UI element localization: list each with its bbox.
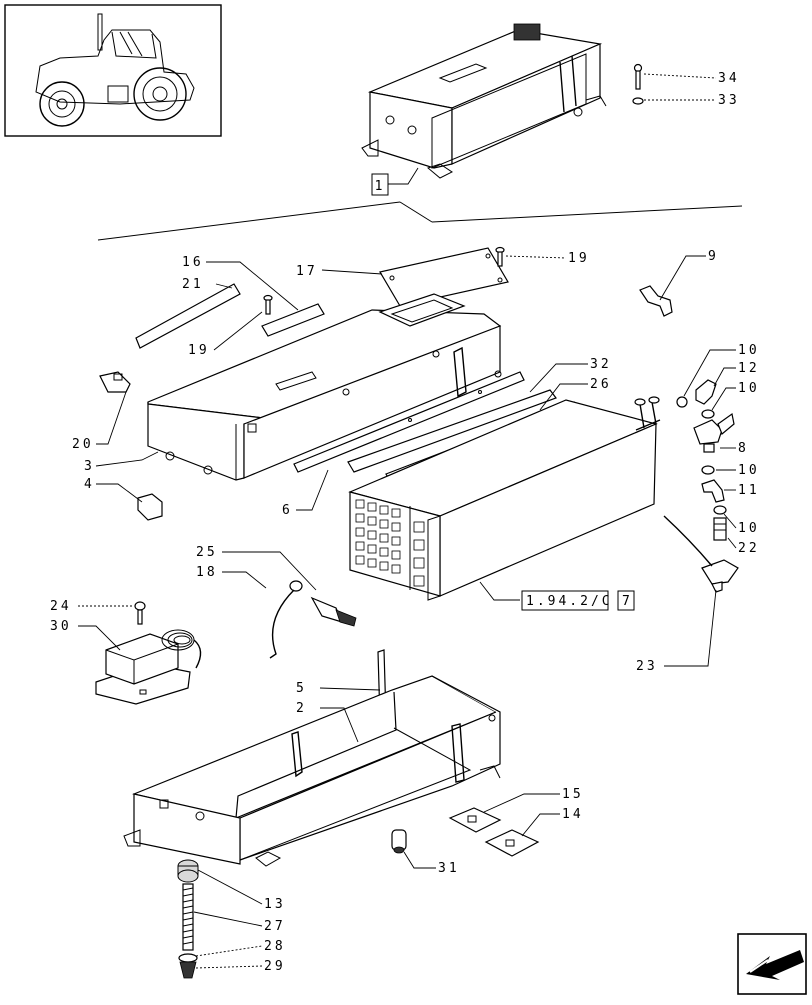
callout-27: 27 [264, 919, 286, 934]
callout-25: 25 [196, 545, 218, 560]
ref-code-box [521, 590, 609, 611]
callout-9: 9 [708, 249, 719, 264]
bolt-34 [632, 63, 644, 105]
callout-11: 11 [738, 483, 760, 498]
screw-19-top [495, 246, 505, 267]
callout-19-left: 19 [188, 343, 210, 358]
seal-ring-10-d [713, 505, 727, 515]
callout-28: 28 [264, 939, 286, 954]
assembled-unit [361, 23, 607, 179]
plug-31 [391, 829, 407, 854]
callout-3: 3 [84, 459, 95, 474]
next-page-button[interactable] [737, 933, 807, 995]
callout-34: 34 [718, 71, 740, 86]
bracket-9 [639, 285, 673, 317]
callout-31: 31 [438, 861, 460, 876]
elbow-12 [695, 379, 717, 405]
valve-8 [693, 412, 735, 453]
callout-10-a: 10 [738, 343, 760, 358]
callout-19-top: 19 [568, 251, 590, 266]
callout-10-b: 10 [738, 381, 760, 396]
clip-20 [99, 371, 131, 393]
tractor-icon [35, 13, 195, 127]
callout-32: 32 [590, 357, 612, 372]
upper-housing-3 [147, 293, 502, 481]
seal-ring-10-c [701, 465, 715, 475]
next-page-arrow-icon [746, 950, 804, 980]
callout-1: 1 [375, 179, 386, 194]
heater-core-7 [348, 396, 661, 601]
lower-tray-2 [123, 675, 501, 867]
ref-code: 1.94.2/C [526, 594, 613, 609]
callout-box-1 [371, 173, 389, 196]
callout-29: 29 [264, 959, 286, 974]
seal-ring-10-b [701, 409, 715, 419]
seal-ring-10-a [676, 396, 688, 408]
callout-4: 4 [84, 477, 95, 492]
callout-13: 13 [264, 897, 286, 912]
tractor-thumbnail [4, 4, 222, 137]
callout-17: 17 [296, 264, 318, 279]
callout-2: 2 [296, 701, 307, 716]
callout-21: 21 [182, 277, 204, 292]
seal-strip-32 [347, 389, 557, 473]
callout-16: 16 [182, 255, 204, 270]
callout-15: 15 [562, 787, 584, 802]
callout-10-d: 10 [738, 521, 760, 536]
callout-12: 12 [738, 361, 760, 376]
callout-33: 33 [718, 93, 740, 108]
cover-plate-17 [379, 247, 509, 307]
screw-24 [134, 601, 146, 625]
callout-6: 6 [282, 503, 293, 518]
screw-19-left [263, 294, 273, 315]
seal-strip-6 [293, 371, 525, 473]
plate-16 [261, 303, 325, 337]
valve-23 [663, 515, 739, 593]
callout-23: 23 [636, 659, 658, 674]
elbow-11 [701, 479, 725, 503]
ref-sheet-box [617, 590, 635, 611]
ref-sheet: 7 [622, 594, 633, 609]
clip-4 [137, 493, 163, 521]
callout-8: 8 [738, 441, 749, 456]
seal-strip-21 [135, 283, 241, 349]
callout-5: 5 [296, 681, 307, 696]
callout-22: 22 [738, 541, 760, 556]
sensor-25 [269, 580, 357, 659]
callout-24: 24 [50, 599, 72, 614]
callout-26: 26 [590, 377, 612, 392]
callout-18: 18 [196, 565, 218, 580]
callout-20: 20 [72, 437, 94, 452]
callout-10-c: 10 [738, 463, 760, 478]
pad-15 [448, 807, 502, 833]
pad-14 [484, 829, 540, 857]
mount-stack [177, 859, 199, 979]
fitting-22 [713, 517, 727, 541]
callout-30: 30 [50, 619, 72, 634]
thermostat-30 [95, 629, 202, 705]
callout-14: 14 [562, 807, 584, 822]
